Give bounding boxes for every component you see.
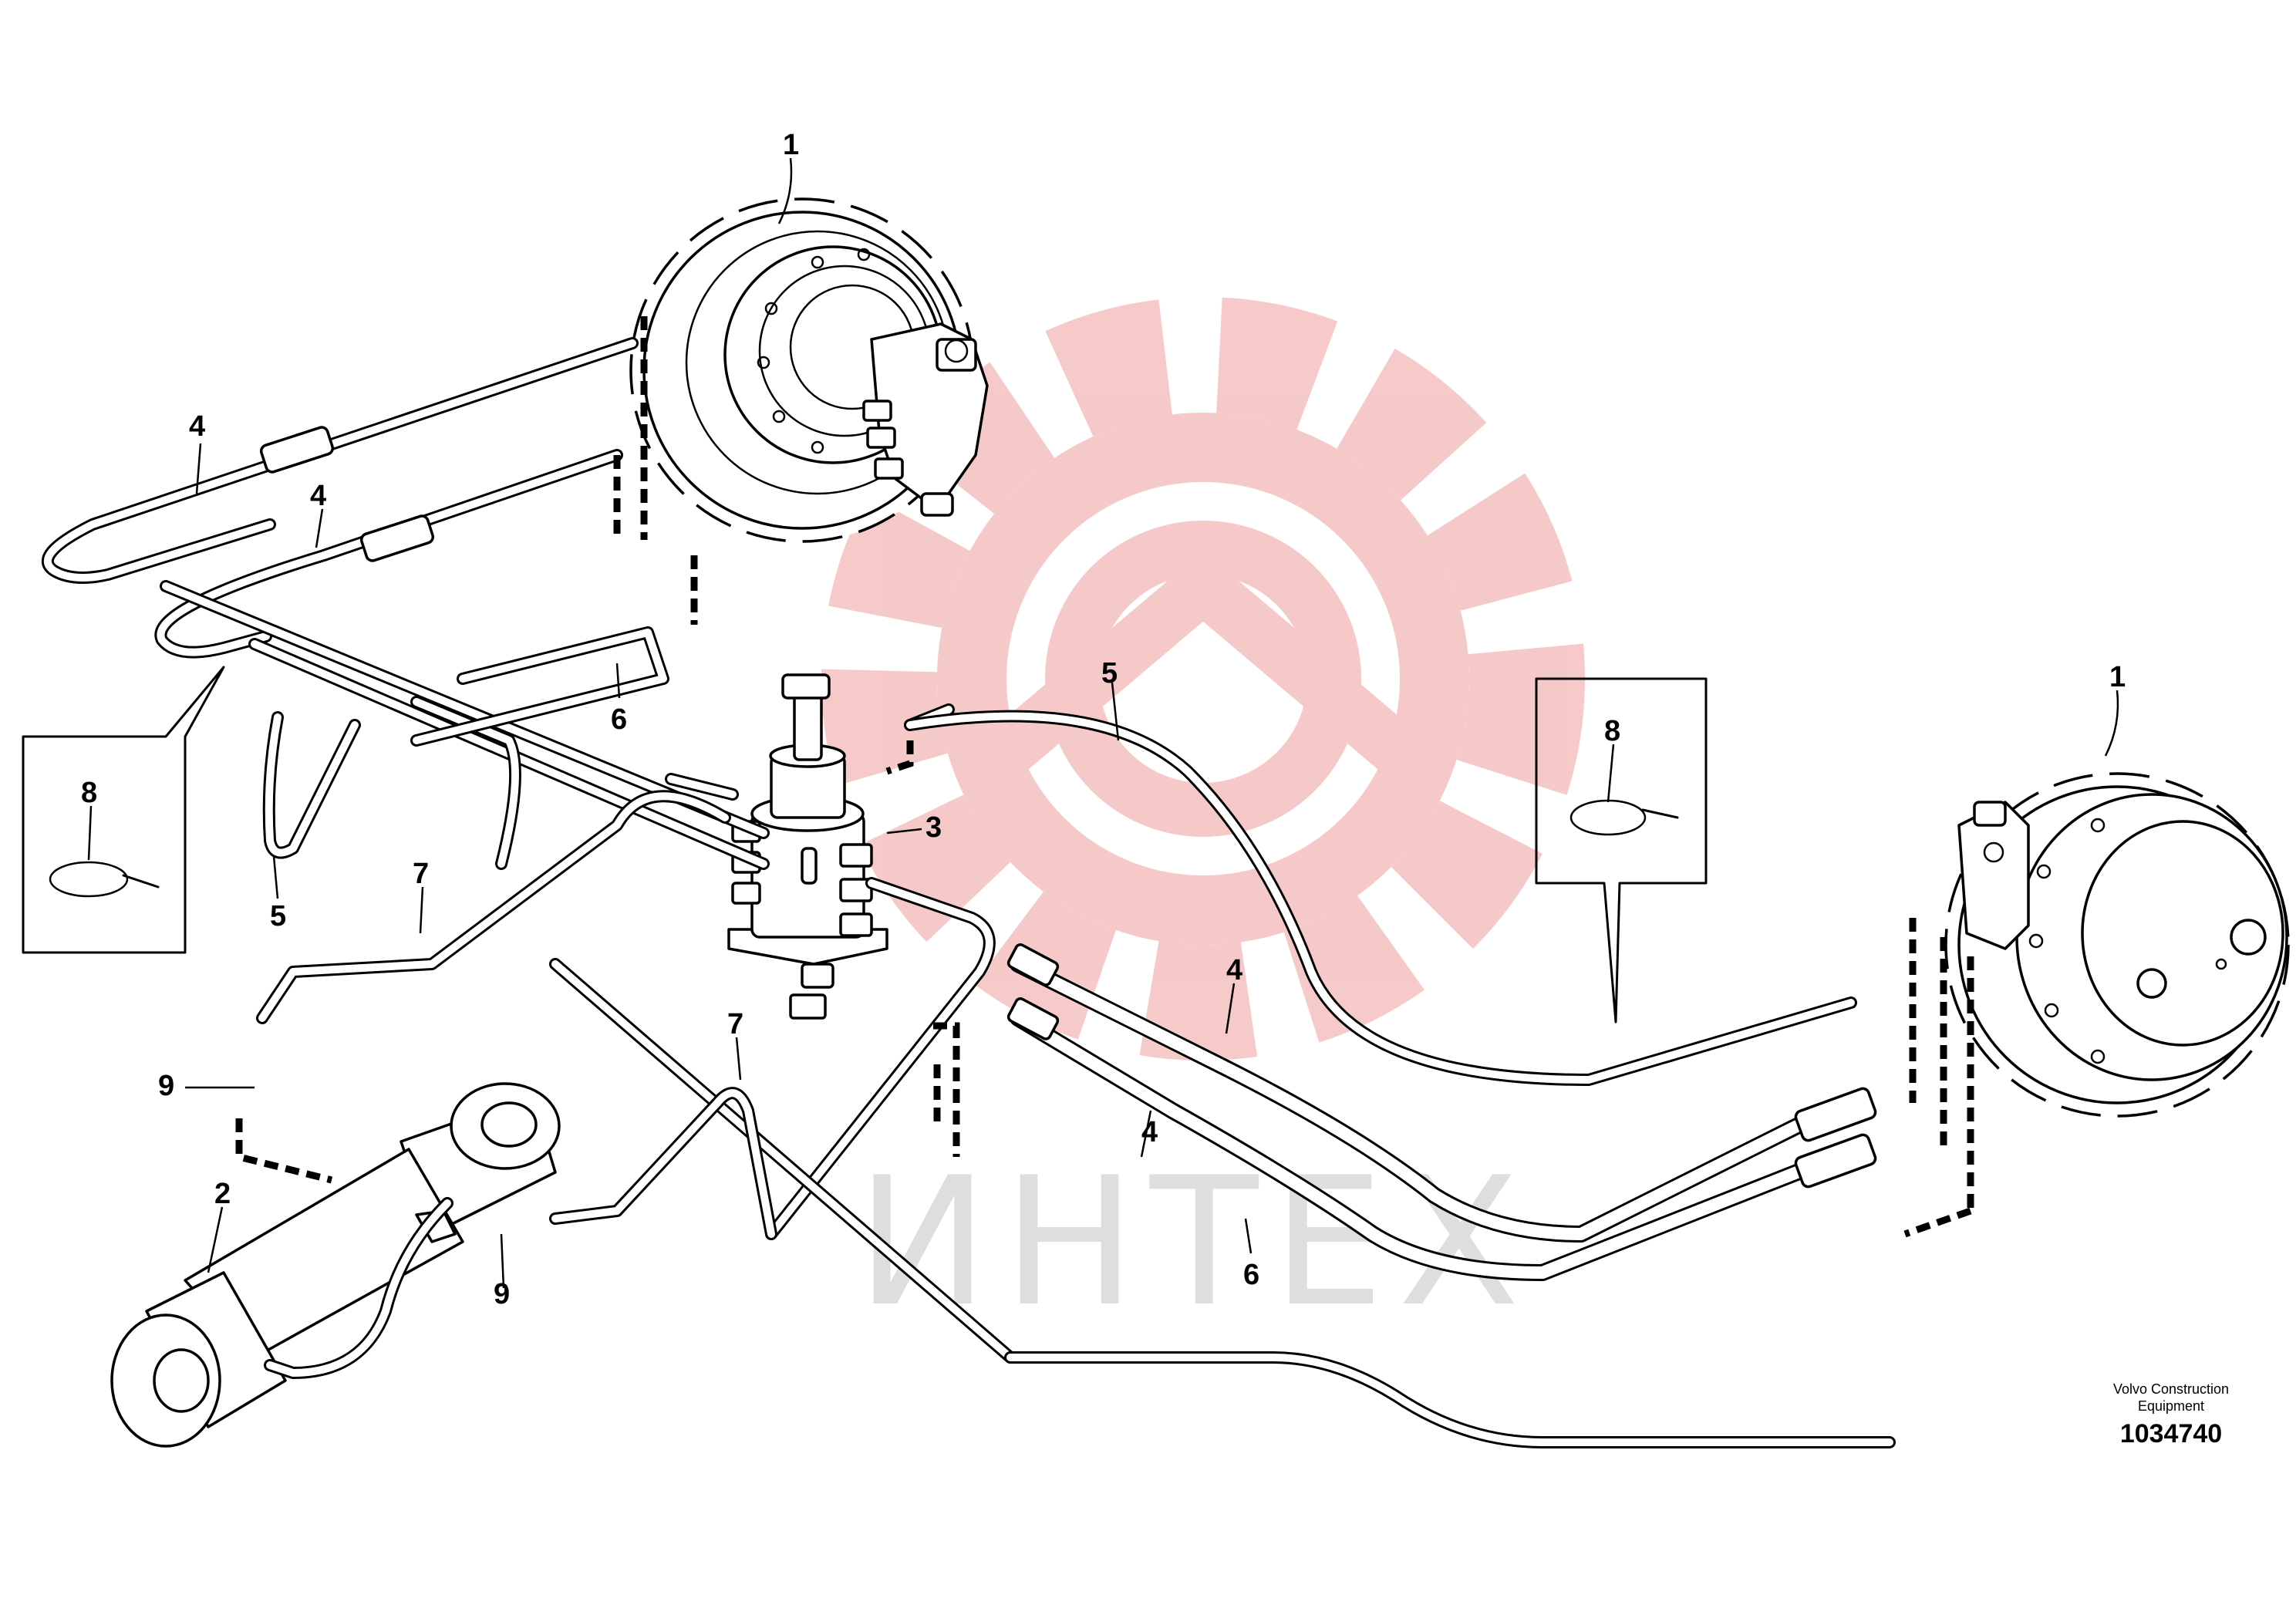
detail-box-left <box>22 666 225 954</box>
callout-4-d: 4 <box>1141 1116 1158 1148</box>
callout-numbers: 1 1 2 3 4 4 4 4 5 5 6 6 7 7 8 8 9 9 <box>81 129 2126 1310</box>
callout-8-right: 8 <box>1604 715 1620 747</box>
travel-motor-right <box>1944 772 2290 1118</box>
leader-lines <box>87 157 2119 1289</box>
travel-motor-upper <box>629 197 989 543</box>
drawing-number: 1034740 <box>2119 1419 2223 1448</box>
watermark-gear-logo <box>821 297 1585 1061</box>
callout-9-lower: 9 <box>494 1278 510 1310</box>
steel-pipes <box>41 337 1896 1448</box>
callout-3: 3 <box>925 811 942 844</box>
callout-4-b: 4 <box>310 480 326 512</box>
callout-4-c: 4 <box>1226 954 1242 986</box>
callout-1-upper: 1 <box>783 129 799 161</box>
callout-6-lower: 6 <box>1243 1259 1259 1291</box>
callout-8-left: 8 <box>81 777 97 809</box>
manufacturer-line-2: Equipment <box>2137 1398 2205 1414</box>
callout-7-left: 7 <box>413 858 429 890</box>
hydraulic-hoses <box>259 426 1877 1281</box>
callout-7-center: 7 <box>727 1008 743 1040</box>
callout-1-right: 1 <box>2109 661 2126 693</box>
callout-5-upper: 5 <box>1101 657 1118 690</box>
manufacturer-line-1: Volvo Construction <box>2112 1381 2230 1397</box>
drawing-credit: Volvo Construction Equipment 1034740 <box>2067 1381 2275 1449</box>
connection-dashes <box>235 316 1974 1238</box>
callout-6-upper: 6 <box>611 703 627 736</box>
callout-5-left: 5 <box>270 900 286 932</box>
callout-2: 2 <box>214 1178 231 1210</box>
callout-9-left: 9 <box>158 1070 174 1102</box>
hydraulic-cylinder <box>110 1082 561 1448</box>
callout-4-a: 4 <box>189 410 205 443</box>
center-swivel-joint <box>727 673 888 1020</box>
